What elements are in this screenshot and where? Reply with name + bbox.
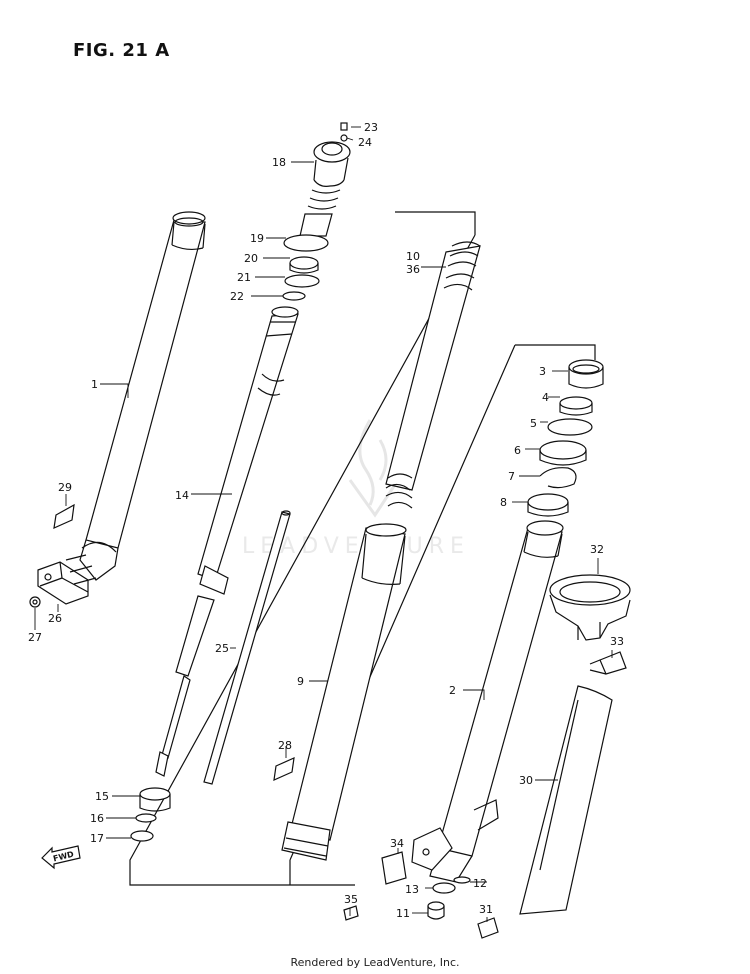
- callout-26: 26: [48, 612, 62, 625]
- washer-24: [340, 134, 348, 142]
- callout-16: 16: [90, 812, 104, 825]
- bushing-4: [559, 396, 593, 410]
- inner-tube-9: [281, 523, 407, 861]
- callout-36: 36: [406, 263, 420, 276]
- outer-tube-left: [79, 211, 206, 581]
- axle-clamp-26: [37, 554, 97, 605]
- callout-4: 4: [542, 391, 549, 404]
- callout-25: 25: [215, 642, 229, 655]
- callout-22: 22: [230, 290, 244, 303]
- callout-20: 20: [244, 252, 258, 265]
- bolt-31: [477, 917, 499, 939]
- callout-8: 8: [500, 496, 507, 509]
- assembly-outline-left: [129, 211, 476, 886]
- dust-seal-8: [527, 493, 569, 511]
- callout-17: 17: [90, 832, 104, 845]
- callout-33: 33: [610, 635, 624, 648]
- callout-6: 6: [514, 444, 521, 457]
- rod-25: [203, 510, 291, 785]
- bolt-33: [589, 651, 627, 675]
- watermark-logo: [348, 419, 400, 518]
- callout-27: 27: [28, 631, 42, 644]
- callout-19: 19: [250, 232, 264, 245]
- plate-34: [381, 851, 407, 885]
- footer-credit: Rendered by LeadVenture, Inc.: [290, 956, 460, 969]
- leader-lines: [34, 126, 613, 922]
- fwd-arrow-icon: [41, 845, 81, 870]
- callout-13: 13: [405, 883, 419, 896]
- bolt-11: [427, 901, 445, 920]
- callout-10: 10: [406, 250, 420, 263]
- damper-cartridge-14: [155, 306, 299, 777]
- callout-34: 34: [390, 837, 404, 850]
- callout-18: 18: [272, 156, 286, 169]
- oil-seal-6: [539, 440, 587, 460]
- bushing-3: [568, 359, 604, 389]
- ring-21: [284, 274, 320, 288]
- callout-28: 28: [278, 739, 292, 752]
- callout-23: 23: [364, 121, 378, 134]
- figure-title: FIG. 21 A: [73, 40, 170, 61]
- o-ring-19: [283, 234, 329, 252]
- callout-12: 12: [473, 877, 487, 890]
- callout-14: 14: [175, 489, 189, 502]
- washer-12: [453, 876, 471, 884]
- callout-3: 3: [539, 365, 546, 378]
- sticker-28: [273, 757, 295, 781]
- seal-17: [130, 830, 154, 842]
- callout-29: 29: [58, 481, 72, 494]
- callout-7: 7: [508, 470, 515, 483]
- callout-30: 30: [519, 774, 533, 787]
- washer-16: [135, 813, 157, 823]
- assembly-outline-right: [289, 344, 596, 886]
- callout-15: 15: [95, 790, 109, 803]
- callout-32: 32: [590, 543, 604, 556]
- callout-21: 21: [237, 271, 251, 284]
- washer-13: [432, 882, 456, 894]
- callout-2: 2: [449, 684, 456, 697]
- callout-11: 11: [396, 907, 410, 920]
- clip-7: [539, 467, 577, 489]
- callout-5: 5: [530, 417, 537, 430]
- fork-spring-10: [385, 241, 481, 509]
- sticker-29: [53, 503, 75, 529]
- callout-24: 24: [358, 136, 372, 149]
- outer-tube-right: [411, 520, 564, 883]
- callout-1: 1: [91, 378, 98, 391]
- callout-31: 31: [479, 903, 493, 916]
- bushing-15: [139, 787, 171, 812]
- nut-27: [29, 596, 41, 608]
- fork-guard-30: [519, 685, 613, 915]
- ring-22: [282, 291, 306, 301]
- callout-35: 35: [344, 893, 358, 906]
- callout-9: 9: [297, 675, 304, 688]
- washer-5: [547, 418, 593, 436]
- bolt-35: [343, 905, 359, 921]
- bolt-23: [340, 122, 348, 131]
- spacer-20: [289, 256, 319, 270]
- clamp-32: [549, 574, 631, 641]
- fork-cap-18: [299, 141, 351, 237]
